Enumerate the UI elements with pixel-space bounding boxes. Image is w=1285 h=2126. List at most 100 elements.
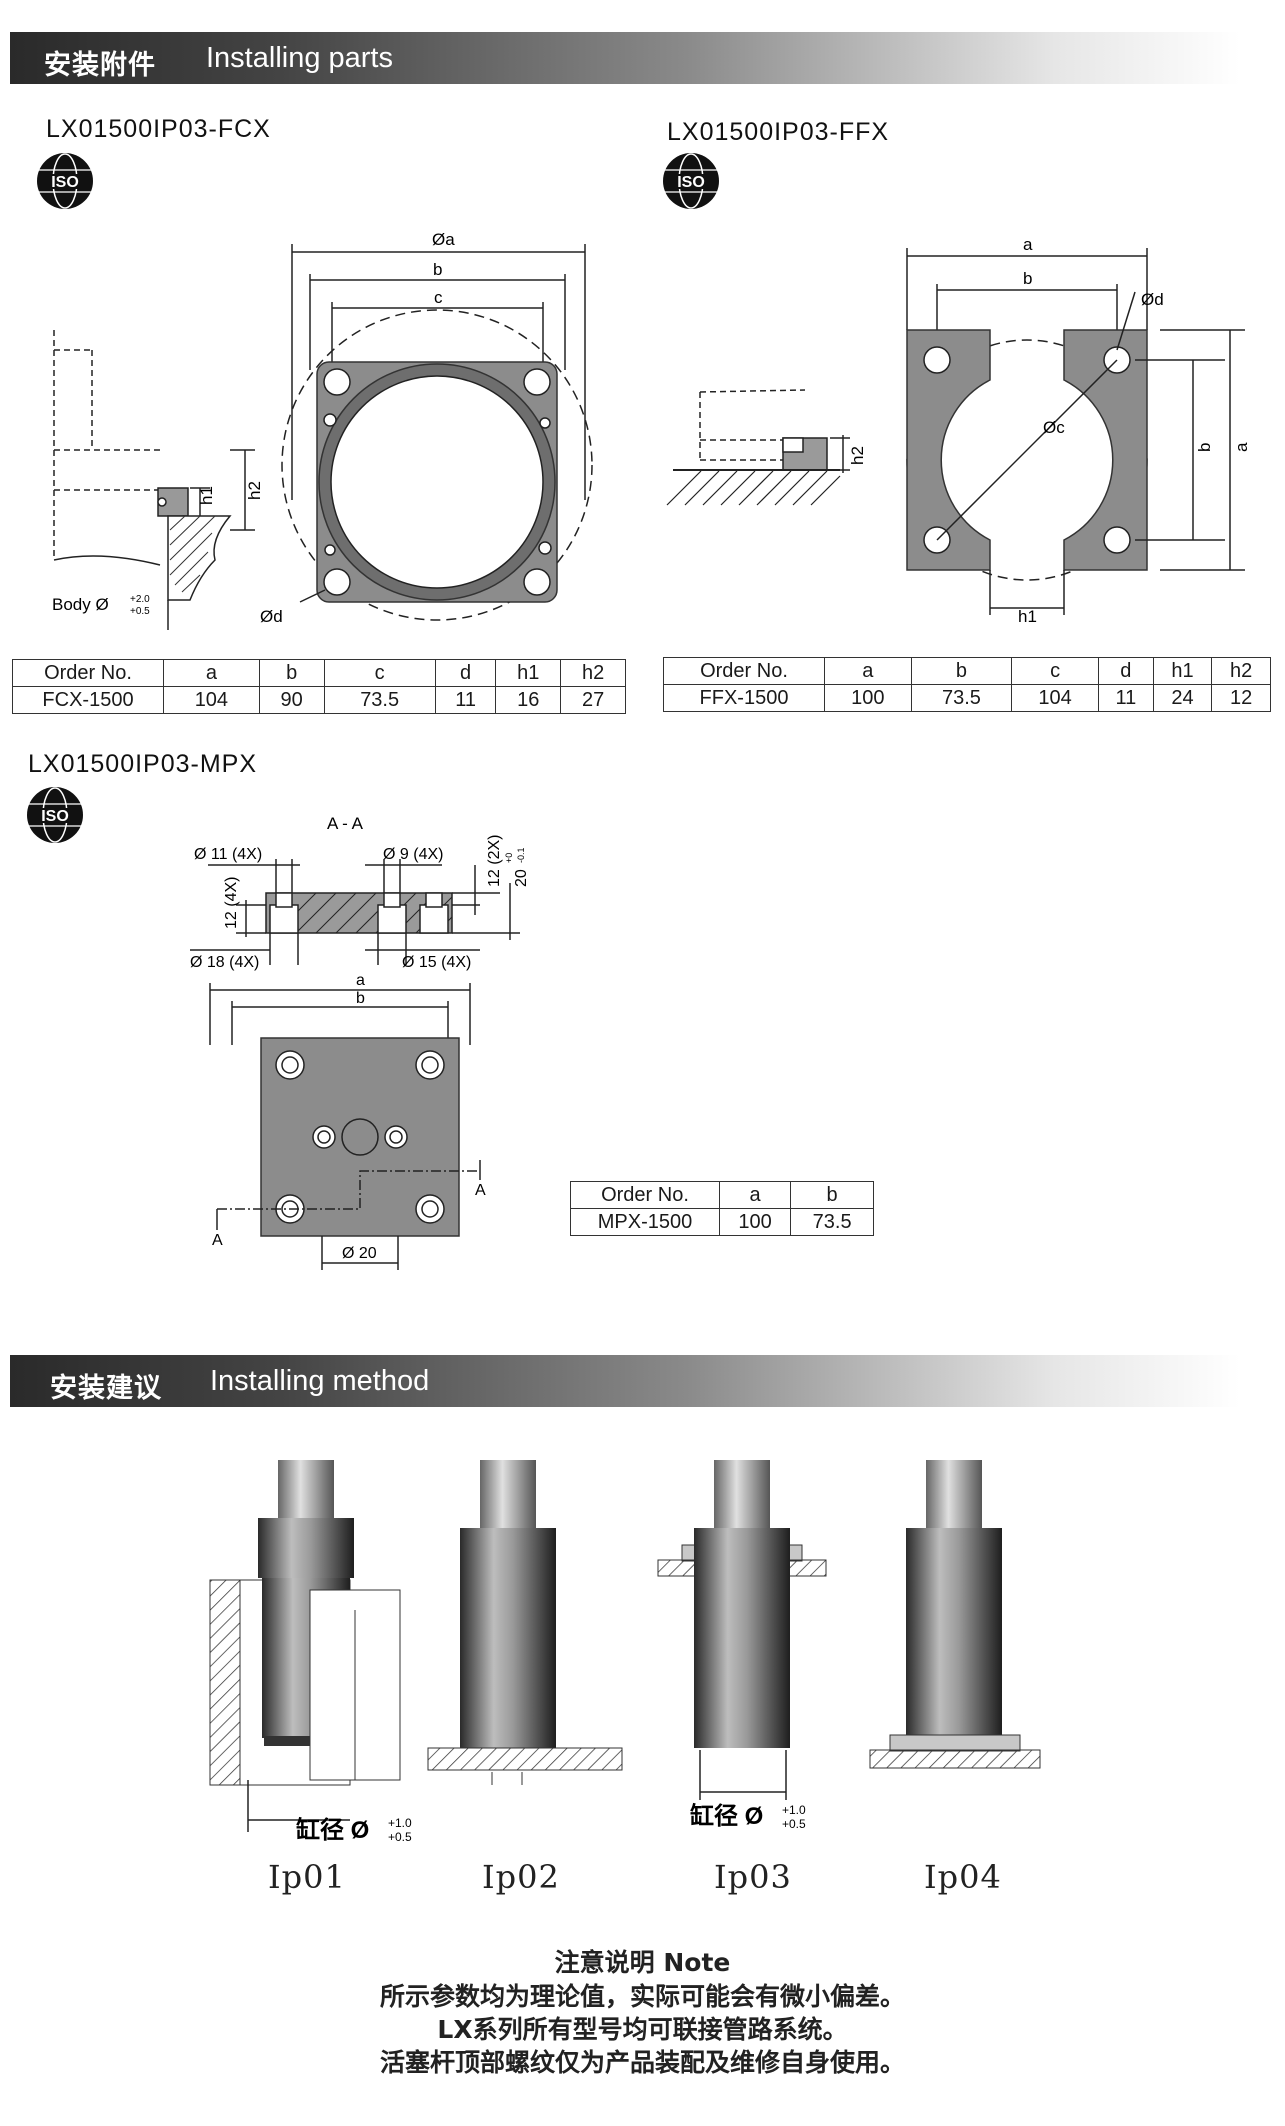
iso-label: ISO (51, 174, 79, 191)
table-cell: 24 (1152, 684, 1213, 712)
table-row: MPX-1500 100 73.5 (570, 1208, 874, 1236)
model-ffx: LX01500IP03-FFX (667, 118, 890, 146)
table-header: b (910, 657, 1013, 685)
ip01-bore-tol-up: +1.0 (388, 1816, 412, 1830)
ip03-bore-label: 缸径 Ø (690, 1802, 763, 1830)
fcx-tol-dn: +0.5 (130, 606, 150, 617)
method-label-ip03: Ip03 (714, 1858, 792, 1896)
mpx-dim-d20: Ø 20 (342, 1245, 377, 1262)
section-title-en: Installing method (210, 1365, 430, 1397)
table-header: b (258, 659, 325, 687)
iso-label: ISO (41, 808, 69, 825)
note-line: 所示参数均为理论值，实际可能会有微小偏差。 (379, 1982, 905, 2011)
table-header: h1 (495, 659, 562, 687)
section-title-en: Installing parts (206, 42, 393, 74)
fcx-dim-d: Ød (260, 607, 283, 626)
table-cell: FCX-1500 (12, 686, 164, 714)
table-header: Order No. (12, 659, 164, 687)
table-header-row: Order No. a b c d h1 h2 (12, 659, 626, 687)
mpx-tol-dn: -0.1 (516, 847, 526, 863)
table-cell: MPX-1500 (570, 1208, 720, 1236)
table-header: a (718, 1181, 792, 1209)
table-cell: 11 (434, 686, 497, 714)
table-header: Order No. (663, 657, 825, 685)
ip04-figure (869, 1460, 1041, 1769)
table-cell: 100 (824, 684, 912, 712)
fcx-table: Order No. a b c d h1 h2 FCX-1500 104 90 … (12, 659, 626, 714)
method-label-ip02: Ip02 (482, 1858, 560, 1896)
ffx-dim-h2: h2 (848, 446, 867, 465)
ip03-bore-tol-up: +1.0 (782, 1803, 806, 1817)
ffx-dim-h1: h1 (1018, 607, 1037, 626)
note-title: 注意说明 Note (554, 1948, 731, 1977)
table-header: h2 (1211, 657, 1271, 685)
fcx-dim-body: Body Ø (52, 595, 109, 614)
mpx-drawing: A - A Ø 11 (4X) Ø 9 (4X) 12 (4X) 12 (2X)… (190, 814, 530, 1270)
fcx-tol-up: +2.0 (130, 594, 150, 605)
ip01-bore-tol-dn: +0.5 (388, 1830, 412, 1844)
table-cell: 73.5 (790, 1208, 874, 1236)
fcx-drawing: h1 h2 Body Ø +2.0 +0.5 Øa b c Ød (52, 230, 593, 630)
mpx-dim-d18: Ø 18 (4X) (190, 954, 259, 971)
note-line: LX系列所有型号均可联接管路系统。 (437, 2015, 848, 2044)
mpx-section-mark: A (212, 1232, 223, 1249)
mpx-dim-a: a (356, 972, 365, 989)
section-title-cn: 安装建议 (50, 1373, 162, 1404)
fcx-dim-a: Øa (432, 230, 455, 249)
table-cell: 16 (495, 686, 562, 714)
table-row: FCX-1500 104 90 73.5 11 16 27 (12, 686, 626, 714)
method-label-ip04: Ip04 (924, 1858, 1002, 1896)
ffx-dim-d: Ød (1141, 290, 1164, 309)
section-title-cn: 安装附件 (44, 50, 156, 81)
table-cell: 27 (560, 686, 626, 714)
table-header: h2 (560, 659, 626, 687)
table-cell: 11 (1097, 684, 1154, 712)
table-header-row: Order No. a b c d h1 h2 (663, 657, 1271, 685)
ffx-dim-b-vertical: b (1195, 443, 1214, 452)
mpx-dim-d11: Ø 11 (4X) (194, 846, 262, 863)
method-label-ip01: Ip01 (268, 1858, 346, 1896)
iso-icon: ISO (37, 153, 93, 209)
ffx-dim-c: Øc (1043, 418, 1065, 437)
method-drawing: 缸径 Ø +1.0 +0.5 缸径 Ø +1.0 +0.5 (209, 1460, 1041, 1844)
table-header: h1 (1152, 657, 1213, 685)
table-cell: 73.5 (910, 684, 1013, 712)
table-cell: 90 (258, 686, 325, 714)
ffx-dim-a: a (1023, 235, 1033, 254)
table-cell: 12 (1211, 684, 1271, 712)
iso-label: ISO (677, 174, 705, 191)
table-header: d (434, 659, 497, 687)
fcx-dim-h2: h2 (245, 481, 264, 500)
table-header-row: Order No. a b (570, 1181, 874, 1209)
mpx-table: Order No. a b MPX-1500 100 73.5 (570, 1181, 874, 1236)
table-header: b (790, 1181, 874, 1209)
table-cell: 104 (163, 686, 260, 714)
mpx-section-label: A - A (327, 814, 364, 833)
mpx-dim-h12x2: 12 (2X) (486, 835, 503, 887)
iso-icon: ISO (663, 153, 719, 209)
mpx-tol-up: +0 (504, 853, 514, 863)
mpx-dim-b: b (356, 990, 365, 1007)
ffx-drawing: a b Ød Øc b a h1 h2 (666, 235, 1251, 626)
model-fcx: LX01500IP03-FCX (46, 115, 271, 143)
ip01-bore-label: 缸径 Ø (296, 1816, 369, 1844)
model-mpx: LX01500IP03-MPX (28, 750, 258, 778)
table-row: FFX-1500 100 73.5 104 11 24 12 (663, 684, 1271, 712)
table-cell: 73.5 (323, 686, 436, 714)
table-header: d (1097, 657, 1154, 685)
fcx-dim-h1: h1 (197, 486, 216, 505)
mpx-dim-h12x4: 12 (4X) (223, 877, 240, 929)
ip03-figure (657, 1460, 827, 1800)
table-header: a (824, 657, 912, 685)
ffx-table: Order No. a b c d h1 h2 FFX-1500 100 73.… (663, 657, 1271, 712)
mpx-dim-h20: 20 (513, 869, 530, 887)
ffx-dim-b: b (1023, 269, 1032, 288)
iso-icon: ISO (27, 787, 83, 843)
table-header: Order No. (570, 1181, 720, 1209)
table-cell: 104 (1011, 684, 1099, 712)
table-header: c (323, 659, 436, 687)
table-header: a (163, 659, 260, 687)
fcx-dim-b: b (433, 260, 442, 279)
fcx-dim-c: c (434, 288, 443, 307)
note-line: 活塞杆顶部螺纹仅为产品装配及维修自身使用。 (379, 2048, 905, 2077)
